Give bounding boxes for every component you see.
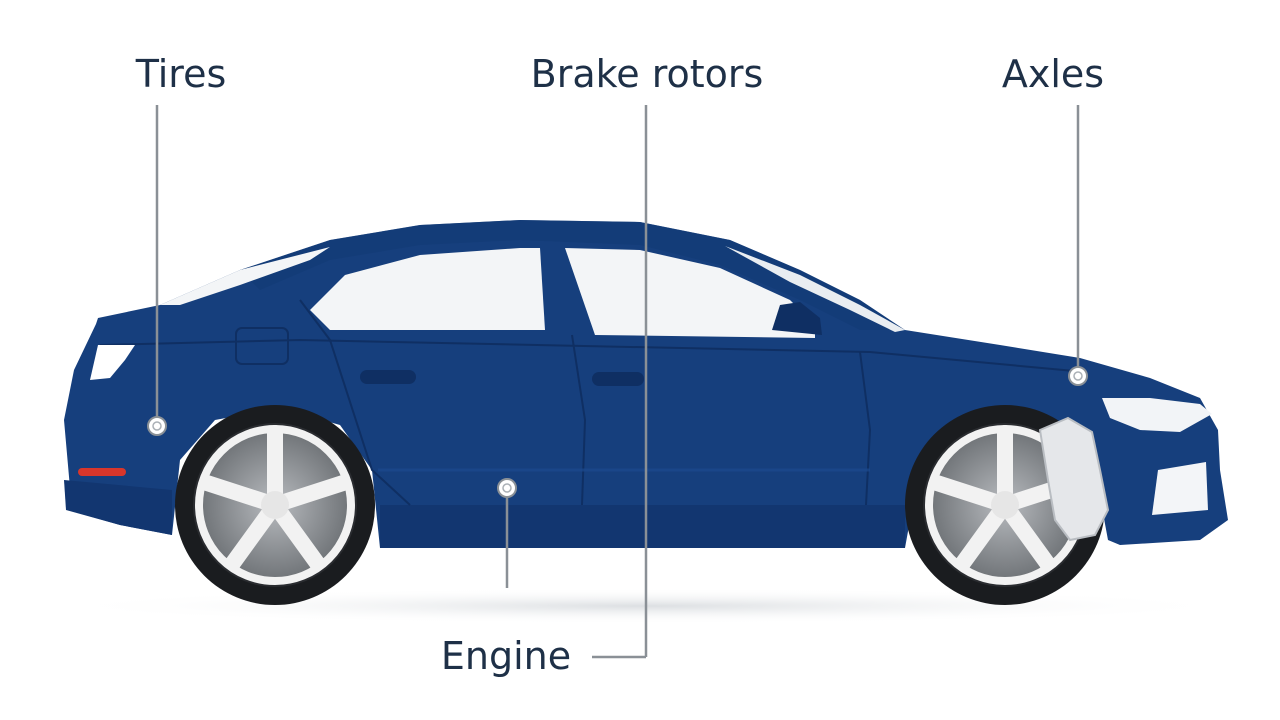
marker-engine bbox=[497, 478, 517, 498]
marker-tires bbox=[147, 416, 167, 436]
rear-wheel bbox=[175, 405, 375, 605]
brake-assembly bbox=[1038, 416, 1110, 542]
side-mirror bbox=[772, 302, 822, 335]
headlight bbox=[1102, 398, 1212, 432]
front-vent bbox=[1152, 462, 1208, 515]
rear-glass bbox=[160, 247, 330, 305]
label-tires: Tires bbox=[135, 52, 227, 96]
front-wheel bbox=[905, 405, 1110, 605]
label-axles: Axles bbox=[1002, 52, 1104, 96]
label-brake-rotors: Brake rotors bbox=[531, 52, 764, 96]
rear-window bbox=[310, 248, 545, 330]
marker-axles bbox=[1068, 366, 1088, 386]
rear-reflector bbox=[78, 468, 126, 476]
label-engine: Engine bbox=[441, 634, 571, 678]
windshield bbox=[725, 246, 905, 332]
tail-light bbox=[90, 345, 135, 380]
front-window bbox=[565, 248, 815, 338]
